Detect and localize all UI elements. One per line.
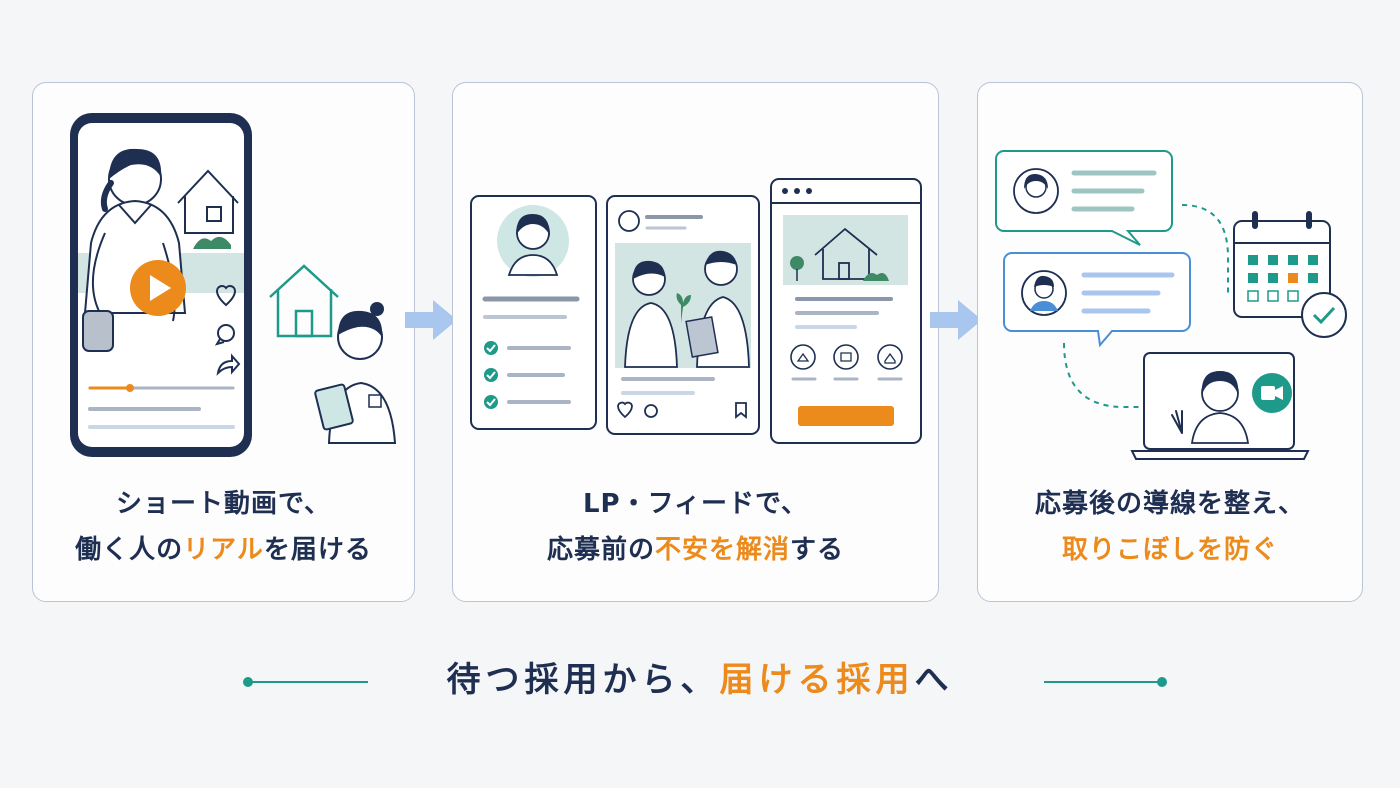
decorative-rule-right <box>1044 677 1167 687</box>
smartphone-icon <box>70 113 252 457</box>
caption-line-2: 取りこぼしを防ぐ <box>978 527 1362 573</box>
caregiver-figure <box>314 302 397 444</box>
check-icon <box>484 341 498 409</box>
feed-post-card <box>606 195 760 435</box>
caption-line-2: 働く人のリアルを届ける <box>33 527 414 573</box>
chat-bubble-blue <box>1003 252 1191 348</box>
landing-page-window <box>770 178 922 444</box>
arrow-right-icon <box>930 300 982 340</box>
heart-icon <box>617 401 633 419</box>
caption-text: 応募前の <box>546 535 655 565</box>
tagline-highlight: 届ける採用 <box>719 660 915 700</box>
tagline-text: へ <box>914 660 954 700</box>
panel-short-video: ショート動画で、 働く人のリアルを届ける <box>32 82 415 602</box>
comment-icon <box>644 404 658 418</box>
calendar-icon <box>1233 211 1347 338</box>
heart-icon <box>215 285 237 307</box>
decorative-rule-left <box>243 677 368 687</box>
tagline-text: 待つ採用から、 <box>446 660 720 700</box>
caption-highlight: リアル <box>183 535 264 565</box>
panel-caption: LP・フィードで、 応募前の不安を解消する <box>453 481 938 573</box>
video-call-icon <box>1252 373 1292 413</box>
comment-icon <box>214 324 235 346</box>
caption-highlight: 取りこぼしを防ぐ <box>1061 535 1278 565</box>
follow-up-illustration <box>995 150 1347 460</box>
tagline: 待つ採用から、届ける採用へ <box>0 652 1400 701</box>
chat-bubble-teal <box>995 150 1173 246</box>
caption-line-2: 応募前の不安を解消する <box>453 527 938 573</box>
panel-follow-up: 応募後の導線を整え、 取りこぼしを防ぐ <box>977 82 1363 602</box>
arrow-right-icon <box>405 300 457 340</box>
caption-line-1: LP・フィードで、 <box>582 489 809 519</box>
bookmark-icon <box>735 402 747 419</box>
profile-card <box>470 195 597 430</box>
caption-text: を届ける <box>263 535 372 565</box>
laptop-video-call <box>1130 352 1310 460</box>
caption-text: する <box>790 535 845 565</box>
panel-caption: 応募後の導線を整え、 取りこぼしを防ぐ <box>978 481 1362 573</box>
caption-text: 働く人の <box>75 535 184 565</box>
house-icon <box>269 264 339 338</box>
panel-caption: ショート動画で、 働く人のリアルを届ける <box>33 481 414 573</box>
caption-line-1: 応募後の導線を整え、 <box>1034 489 1305 519</box>
apply-cta-button <box>798 406 894 426</box>
short-video-illustration <box>70 113 397 457</box>
caption-highlight: 不安を解消 <box>654 535 790 565</box>
lp-feed-illustration <box>470 178 922 444</box>
share-icon <box>216 353 241 376</box>
panel-lp-feed: LP・フィードで、 応募前の不安を解消する <box>452 82 939 602</box>
caption-line-1: ショート動画で、 <box>116 489 331 519</box>
